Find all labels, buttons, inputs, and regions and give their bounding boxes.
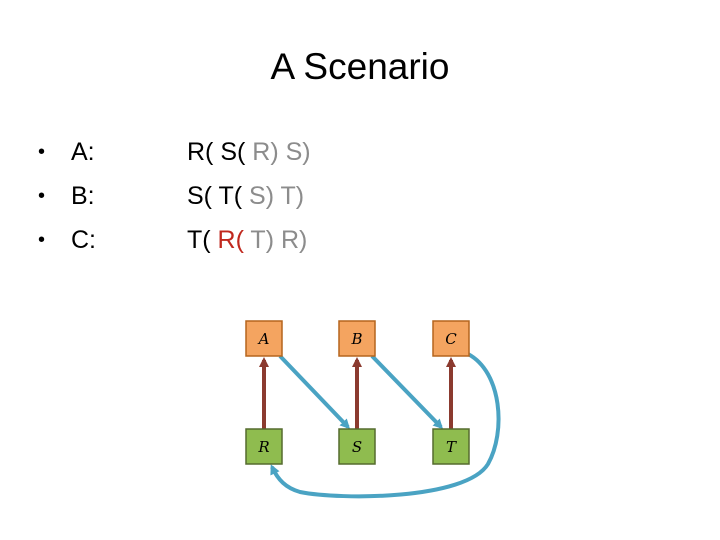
node-box (432, 428, 470, 465)
sequence-a: R( S( R) S) (187, 137, 311, 167)
node-t: T (432, 428, 470, 465)
bullet-item-a: • A: R( S( R) S) (38, 130, 311, 174)
bullet-item-c: • C: T( R( T) R) (38, 218, 311, 262)
node-a: A (245, 320, 283, 357)
slide-title: A Scenario (270, 46, 450, 87)
node-box (338, 320, 376, 357)
edge-a-to-s (278, 354, 351, 430)
sequence-segment: R( (217, 226, 244, 254)
bullet-dot: • (38, 141, 46, 163)
bullet-dot: • (38, 229, 46, 251)
node-box (338, 428, 376, 465)
bullet-list: • A: R( S( R) S) • B: S( T( S) T) • C: T… (38, 130, 311, 262)
bullet-name: A: (71, 138, 95, 166)
edge-b-to-t (370, 354, 444, 430)
sequence-segment: T( (187, 226, 218, 254)
bullet-name: B: (71, 182, 95, 210)
node-box (432, 320, 470, 357)
sequence-segment: S( T( (187, 182, 250, 210)
sequence-segment: T) R) (243, 226, 308, 254)
node-b: B (338, 320, 376, 357)
node-label: A (257, 330, 270, 348)
bullet-item-b: • B: S( T( S) T) (38, 174, 311, 218)
node-box (245, 320, 283, 357)
bullet-dot: • (38, 185, 46, 207)
node-label: C (445, 330, 457, 348)
node-label: T (446, 438, 457, 456)
bullet-name: C: (71, 226, 96, 254)
node-label: S (352, 438, 362, 456)
edge-c-to-r (270, 352, 501, 499)
node-s: S (338, 428, 376, 465)
node-c: C (432, 320, 470, 357)
sequence-segment: R( S( (187, 138, 253, 166)
node-label: R (257, 438, 269, 456)
edges (259, 352, 501, 499)
sequence-segment: S) T) (249, 182, 305, 210)
node-label: B (350, 330, 362, 348)
sequence-b: S( T( S) T) (187, 181, 304, 211)
sequence-c: T( R( T) R) (187, 225, 307, 255)
sequence-segment: R) S) (252, 138, 311, 166)
node-r: R (245, 428, 283, 465)
node-box (245, 428, 283, 465)
